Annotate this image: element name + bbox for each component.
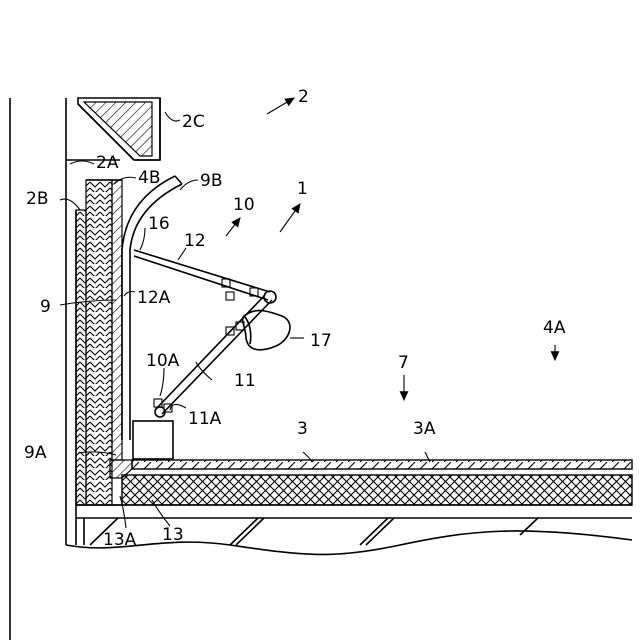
- label-2: 2: [298, 87, 309, 107]
- label-13: 13: [162, 525, 184, 545]
- label-2A: 2A: [96, 153, 119, 173]
- label-4B: 4B: [138, 168, 160, 188]
- label-9B: 9B: [200, 171, 222, 191]
- label-3A: 3A: [413, 419, 436, 439]
- label-2B: 2B: [26, 189, 48, 209]
- label-9: 9: [40, 297, 51, 317]
- label-10A: 10A: [146, 351, 180, 371]
- label-1: 1: [297, 179, 308, 199]
- label-7: 7: [398, 353, 409, 373]
- label-3: 3: [297, 419, 308, 439]
- wall-panel: [66, 160, 122, 545]
- label-17: 17: [310, 331, 332, 351]
- label-2C: 2C: [182, 112, 205, 132]
- lamp-head-17: [243, 311, 290, 350]
- label-10: 10: [233, 195, 255, 215]
- mounting-block-13: [133, 421, 173, 459]
- label-13A: 13A: [103, 530, 137, 550]
- label-16: 16: [148, 214, 170, 234]
- label-9A: 9A: [24, 443, 47, 463]
- label-11A: 11A: [188, 409, 222, 429]
- label-12A: 12A: [137, 288, 171, 308]
- floor-3: [66, 460, 632, 554]
- label-11: 11: [234, 371, 256, 391]
- label-12: 12: [184, 231, 206, 251]
- frame-2: [66, 98, 160, 160]
- label-4A: 4A: [543, 318, 566, 338]
